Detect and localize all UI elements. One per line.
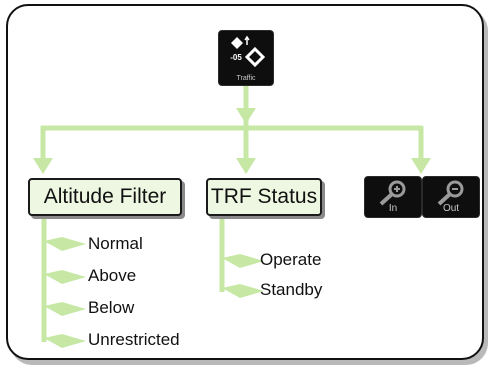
option-arrow [222,284,264,298]
arrow-heads [33,108,431,174]
option-arrow [44,302,86,316]
traffic-label: Traffic [236,75,256,82]
trf-option-standby: Standby [260,280,323,299]
zoom-out-label: Out [442,203,460,214]
altitude-filter-button[interactable]: Altitude Filter [28,178,182,216]
zoom-out-icon [437,180,464,206]
option-arrow [44,334,86,348]
zoom-out-button[interactable]: Out [422,176,480,218]
altitude-option-normal: Normal [88,234,143,253]
traffic-icon [231,35,266,68]
altitude-option-unrestricted: Unrestricted [88,330,180,349]
trf-option-arrows [222,254,264,298]
zoom-in-icon [379,180,406,206]
altitude-option-below: Below [88,298,135,317]
zoom-in-label: In [388,203,398,214]
trf-option-operate: Operate [260,250,322,269]
arrow-head-zoom [411,158,431,174]
arrow-head-altitude [33,158,53,174]
traffic-digits: -05 [230,53,242,62]
option-arrow [44,270,86,284]
arrow-head-trf [236,158,256,174]
altitude-option-arrows [44,237,86,348]
zoom-in-button[interactable]: In [364,176,422,218]
option-arrow [222,254,264,268]
arrow-head-trunk [236,108,256,124]
trf-status-button[interactable]: TRF Status [206,178,322,216]
option-arrow [44,237,86,251]
traffic-button[interactable]: -05 Traffic [218,30,274,86]
altitude-option-above: Above [88,266,137,285]
